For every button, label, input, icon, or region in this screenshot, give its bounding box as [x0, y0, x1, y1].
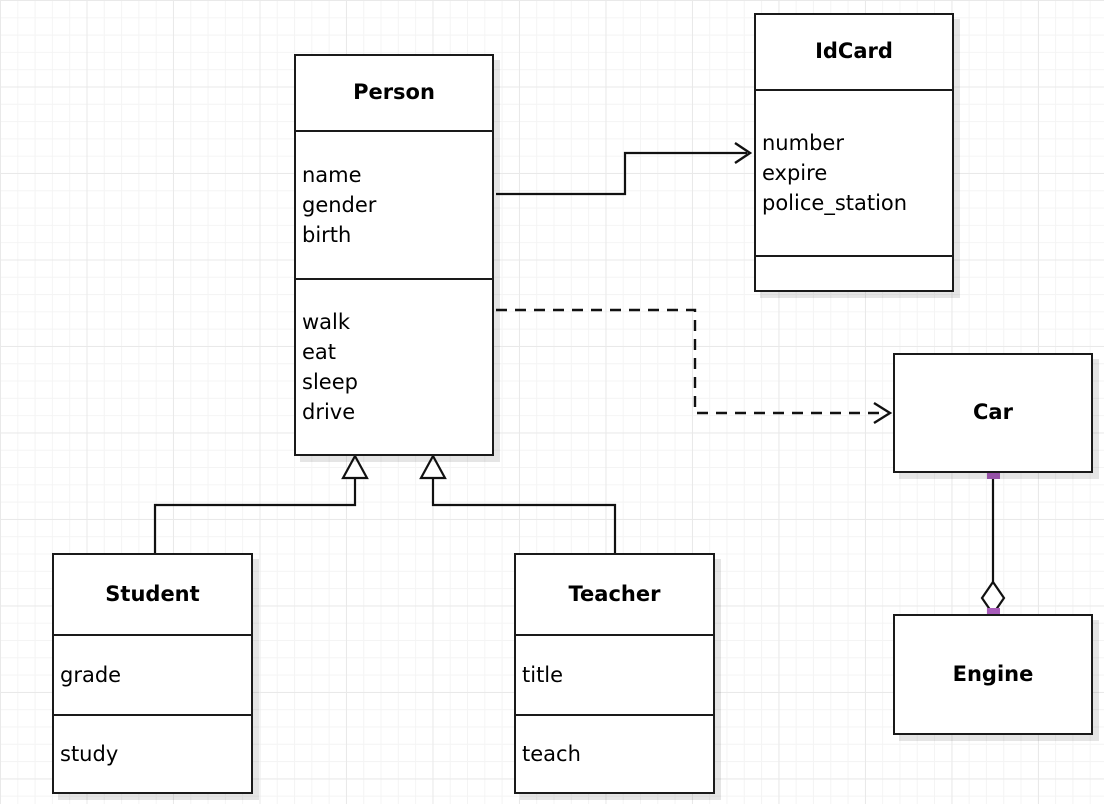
class-box-engine[interactable]: Engine: [893, 614, 1093, 735]
engine-class-name: Engine: [952, 661, 1034, 686]
student-method-list: study: [54, 739, 251, 769]
teacher-name-compartment: Teacher: [516, 555, 713, 634]
idcard-attribute: expire: [762, 160, 828, 185]
student-attribute: grade: [60, 662, 122, 687]
idcard-attribute-list: number expire police_station: [756, 128, 952, 218]
idcard-attribute: police_station: [762, 191, 908, 215]
student-attribute-list: grade: [54, 660, 251, 690]
person-attribute: gender: [302, 192, 377, 217]
teacher-attribute-list: title: [516, 660, 713, 690]
person-attribute: name: [302, 162, 362, 187]
engine-name-compartment: Engine: [895, 616, 1091, 733]
teacher-attribute: title: [522, 662, 564, 687]
student-methods-compartment: study: [54, 714, 251, 792]
class-box-person[interactable]: Person name gender birth walk eat sleep …: [294, 54, 494, 456]
generalization-student-person[interactable]: [153, 453, 369, 553]
person-method-list: walk eat sleep drive: [296, 307, 492, 427]
person-attribute-list: name gender birth: [296, 160, 492, 250]
idcard-attributes-compartment: number expire police_station: [756, 89, 952, 255]
class-box-car[interactable]: Car: [893, 353, 1093, 473]
person-attribute: birth: [302, 223, 352, 247]
class-box-idcard[interactable]: IdCard number expire police_station: [754, 13, 954, 292]
person-method: sleep: [302, 370, 358, 394]
idcard-class-name: IdCard: [815, 39, 893, 64]
student-name-compartment: Student: [54, 555, 251, 634]
person-method: walk: [302, 309, 351, 334]
class-box-student[interactable]: Student grade study: [52, 553, 253, 794]
generalization-teacher-person[interactable]: [419, 453, 617, 553]
aggregation-car-engine[interactable]: [980, 466, 1006, 621]
person-class-name: Person: [353, 80, 435, 105]
idcard-attribute: number: [762, 130, 844, 155]
person-methods-compartment: walk eat sleep drive: [296, 278, 492, 454]
teacher-attributes-compartment: title: [516, 634, 713, 714]
idcard-name-compartment: IdCard: [756, 15, 952, 89]
car-name-compartment: Car: [895, 355, 1091, 471]
teacher-class-name: Teacher: [568, 581, 661, 606]
student-class-name: Student: [105, 581, 200, 606]
idcard-methods-compartment: [756, 255, 952, 290]
person-method: drive: [302, 400, 356, 425]
student-attributes-compartment: grade: [54, 634, 251, 714]
teacher-method-list: teach: [516, 739, 713, 769]
teacher-methods-compartment: teach: [516, 714, 713, 792]
class-box-teacher[interactable]: Teacher title teach: [514, 553, 715, 794]
dependency-person-car[interactable]: [496, 308, 893, 425]
person-attributes-compartment: name gender birth: [296, 130, 492, 278]
teacher-method: teach: [522, 741, 581, 766]
car-class-name: Car: [973, 400, 1013, 425]
person-name-compartment: Person: [296, 56, 492, 130]
student-method: study: [60, 741, 119, 766]
association-person-idcard[interactable]: [496, 142, 753, 196]
person-method: eat: [302, 339, 337, 364]
